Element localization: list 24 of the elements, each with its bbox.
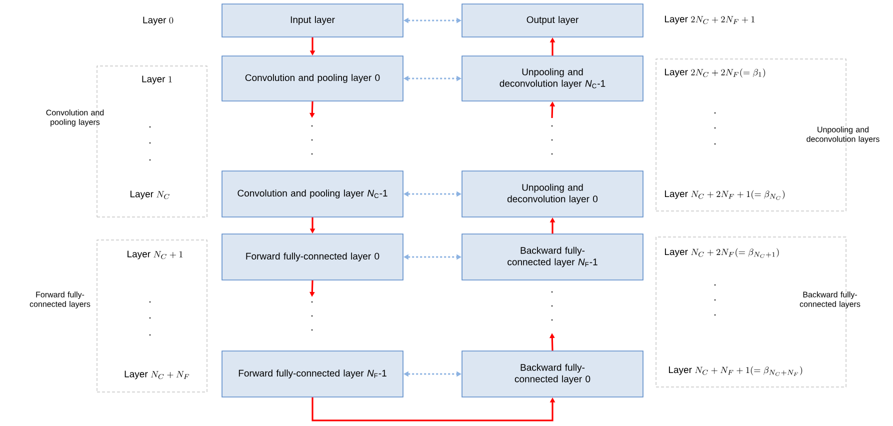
layer-box: Unpooling and deconvolution layer N$_{C}$-1: [462, 56, 644, 102]
layer-label: $\text{Layer }N_C+2N_F+1(=\beta_{N_C})$: [665, 190, 785, 200]
layer-box: Output layer: [462, 4, 644, 38]
layer-box: Forward fully-connected layer 0: [222, 234, 404, 280]
layer-label: $\text{Layer }N_C+2N_F(=\beta_{N_C+1})$: [665, 248, 779, 258]
group-caption: Backward fully-connected layers: [800, 292, 860, 308]
group-caption: Convolution and pooling layers: [46, 110, 104, 126]
group-caption: Forward fully-connected layers: [30, 292, 90, 308]
group-caption: Unpooling and deconvolution layers: [806, 126, 880, 144]
layer-label: $\text{Layer }2N_C+2N_F(=\beta_1)$: [665, 68, 766, 78]
layer-box: Convolution and pooling layer 0: [222, 56, 404, 102]
layer-label: $\text{Layer }2N_C+2N_F+1$: [665, 16, 755, 24]
layer-label: $\text{Layer }0$: [143, 16, 174, 26]
layer-label: $\text{Layer }N_C+N_F+1(=\beta_{N_C+N_F})$: [669, 366, 802, 376]
layer-label: $\text{Layer }N_C+N_F$: [124, 370, 190, 380]
layer-box: Input layer: [222, 4, 404, 38]
layer-box: Unpooling and deconvolution layer 0: [462, 170, 644, 218]
layer-label: $\text{Layer }N_C+1$: [128, 250, 182, 260]
layer-box: Forward fully-connected layer N$_{F}$-1: [222, 350, 404, 398]
layer-box: Backward fully-connected layer 0: [462, 350, 644, 398]
layer-box: Backward fully-connected layer N$_{F}$-1: [462, 234, 644, 280]
layer-label: $\text{Layer }1$: [142, 76, 172, 84]
layer-label: $\text{Layer }N_C$: [130, 190, 170, 200]
layer-box: Convolution and pooling layer N$_{C}$-1: [222, 170, 404, 218]
